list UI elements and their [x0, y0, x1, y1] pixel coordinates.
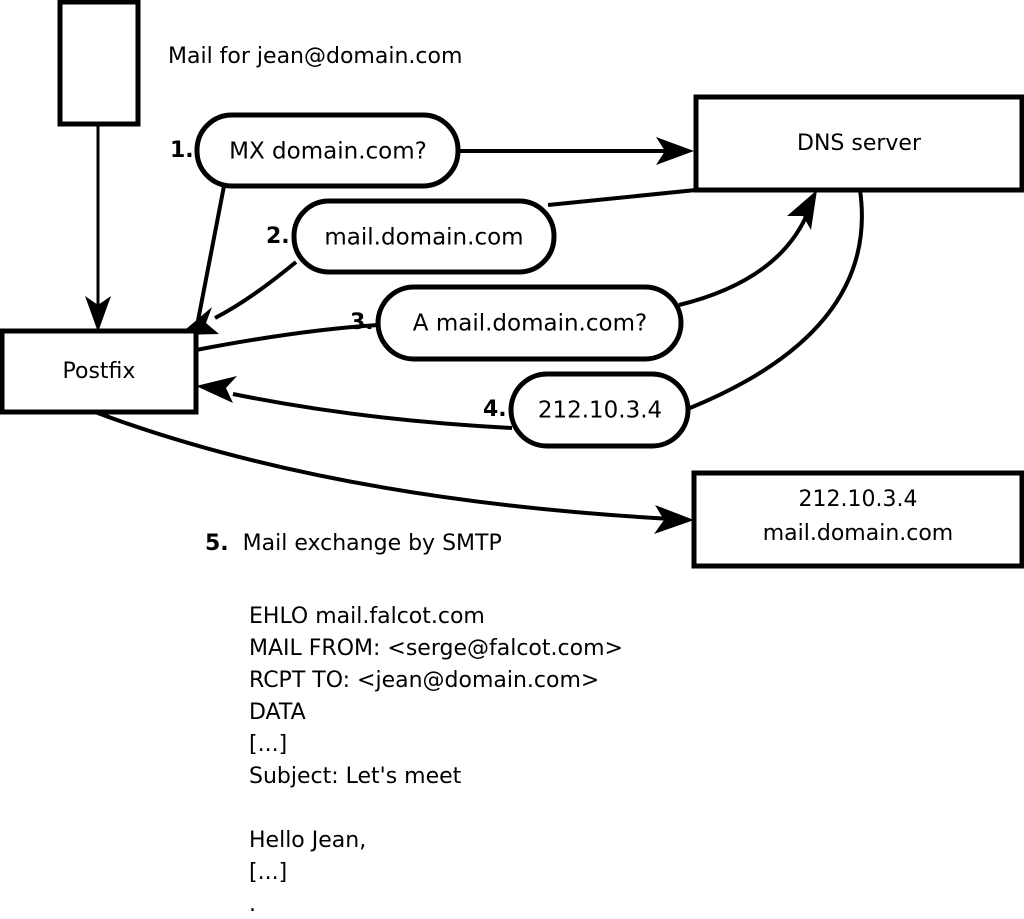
bubble-step-4[interactable]: 212.10.3.4: [508, 371, 691, 449]
smtp-transcript-line: EHLO mail.falcot.com: [249, 604, 485, 629]
smtp-transcript-line: [...]: [249, 860, 288, 885]
step-number-2: 2.: [266, 224, 290, 249]
edge-dns-to-step4: [689, 189, 864, 410]
node-client[interactable]: [57, 0, 141, 127]
node-remote-mail-server-line1: 212.10.3.4: [799, 487, 918, 512]
smtp-transcript-line: [...]: [249, 732, 288, 757]
step-number-1: 1.: [170, 138, 194, 163]
smtp-transcript-line: Hello Jean,: [249, 828, 367, 853]
step-number-3: 3.: [350, 310, 374, 335]
node-postfix[interactable]: Postfix: [0, 328, 199, 415]
edge-step3-to-dns: [678, 190, 817, 307]
edge-step4-to-postfix: [196, 376, 513, 430]
step-5-caption: 5. Mail exchange by SMTP: [205, 531, 502, 556]
smtp-transcript-line: Subject: Let's meet: [249, 764, 462, 789]
step-5-caption-text: Mail exchange by SMTP: [242, 531, 502, 556]
node-remote-mail-server[interactable]: 212.10.3.4 mail.domain.com: [691, 470, 1024, 569]
node-dns-server[interactable]: DNS server: [693, 94, 1024, 193]
bubble-step-4-label: 212.10.3.4: [538, 398, 662, 424]
step-number-4: 4.: [483, 397, 507, 422]
edge-dns-to-step2: [547, 188, 697, 207]
edge-step2-to-postfix: [179, 260, 298, 335]
edge-client-to-postfix: [85, 124, 111, 332]
edge-postfix-to-step3: [195, 323, 379, 352]
edge-postfix-to-remote: [94, 410, 694, 534]
edge-step1-to-dns: [458, 137, 694, 165]
bubble-step-1-label: MX domain.com?: [229, 139, 427, 165]
smtp-transcript-line: DATA: [249, 700, 306, 725]
node-dns-server-label: DNS server: [797, 131, 922, 156]
bubble-step-3[interactable]: A mail.domain.com?: [375, 284, 684, 362]
smtp-transcript-line: MAIL FROM: <serge@falcot.com>: [249, 636, 623, 661]
smtp-transcript-line: .: [249, 892, 256, 917]
page-title: Mail for jean@domain.com: [168, 44, 463, 69]
smtp-transcript-blank: [249, 793, 623, 825]
bubble-step-2[interactable]: mail.domain.com: [291, 198, 557, 275]
bubble-step-1[interactable]: MX domain.com?: [194, 112, 461, 189]
edge-step1-from-postfix: [194, 185, 226, 332]
bubble-step-3-label: A mail.domain.com?: [413, 311, 647, 337]
step-number-5: 5.: [205, 531, 229, 556]
bubble-step-2-label: mail.domain.com: [324, 225, 523, 251]
node-postfix-label: Postfix: [63, 359, 136, 384]
node-remote-mail-server-line2: mail.domain.com: [763, 521, 954, 546]
smtp-transcript-line: RCPT TO: <jean@domain.com>: [249, 668, 600, 693]
